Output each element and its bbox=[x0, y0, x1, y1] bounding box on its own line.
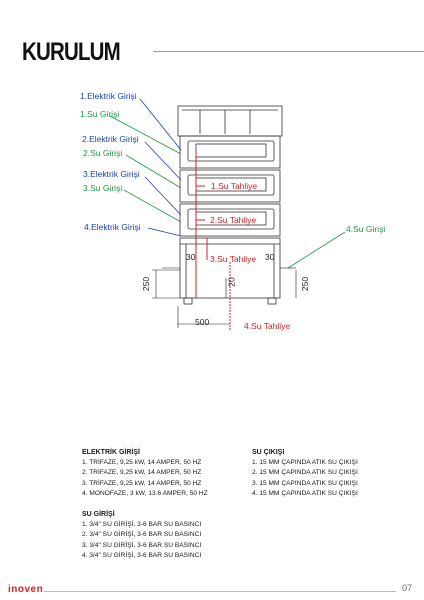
label-electric-1: 1.Elektrik Girişi bbox=[80, 91, 137, 101]
water-outlet-item: 4. 15 MM ÇAPINDA ATIK SU ÇIKIŞI bbox=[252, 489, 358, 497]
page-number: 07 bbox=[402, 583, 413, 593]
electric-inputs-section: ELEKTRİK GİRİŞİ 1. TRİFAZE, 9,25 kW, 14 … bbox=[82, 448, 208, 499]
oven-top-housing bbox=[177, 105, 283, 137]
label-water-3: 3.Su Girişi bbox=[83, 183, 123, 193]
label-water-4: 4.Su Girişi bbox=[346, 224, 386, 234]
wheel-left bbox=[183, 297, 193, 305]
electric-item: 4. MONOFAZE, 3 kW, 13.6 AMPER, 50 HZ bbox=[82, 489, 208, 497]
brand-logo: inoven bbox=[8, 584, 44, 595]
label-electric-4: 4.Elektrik Girişi bbox=[84, 222, 141, 232]
electric-inputs-heading: ELEKTRİK GİRİŞİ bbox=[82, 449, 140, 456]
water-outlet-item: 1. 15 MM ÇAPINDA ATIK SU ÇIKIŞI bbox=[252, 459, 358, 467]
label-water-1: 1.Su Girişi bbox=[80, 109, 120, 119]
title-divider bbox=[153, 51, 424, 52]
electric-item: 3. TRİFAZE, 9,25 kW, 14 AMPER, 50 HZ bbox=[82, 479, 202, 487]
water-inlet-item: 4. 3/4" SU GİRİŞİ, 3-6 BAR SU BASINCI bbox=[82, 551, 202, 559]
water-outlet-section: SU ÇIKIŞI 1. 15 MM ÇAPINDA ATIK SU ÇIKIŞ… bbox=[252, 448, 358, 499]
dim-250-left: 250 bbox=[141, 276, 152, 292]
footer-divider bbox=[44, 591, 396, 592]
electric-item: 1. TRİFAZE, 9,25 kW, 14 AMPER, 50 HZ bbox=[82, 459, 202, 467]
water-inlet-section: SU GİRİŞİ 1. 3/4" SU GİRİŞİ, 3-6 BAR SU … bbox=[82, 510, 201, 561]
label-electric-2: 2.Elektrik Girişi bbox=[82, 134, 139, 144]
water-outlet-item: 2. 15 MM ÇAPINDA ATIK SU ÇIKIŞI bbox=[252, 469, 358, 477]
water-inlet-item: 2. 3/4" SU GİRİŞİ, 3-6 BAR SU BASINCI bbox=[82, 531, 202, 539]
oven-deck-3 bbox=[179, 203, 281, 237]
label-water-2: 2.Su Girişi bbox=[83, 148, 123, 158]
label-electric-3: 3.Elektrik Girişi bbox=[83, 169, 140, 179]
water-outlet-item: 3. 15 MM ÇAPINDA ATIK SU ÇIKIŞI bbox=[252, 479, 358, 487]
water-inlet-heading: SU GİRİŞİ bbox=[82, 511, 115, 518]
label-drain-4: 4.Su Tahliye bbox=[244, 321, 291, 331]
label-drain-1: 1.Su Tahliye bbox=[211, 181, 258, 191]
oven-deck-1 bbox=[179, 135, 281, 169]
oven-deck-2 bbox=[179, 169, 281, 203]
water-outlet-heading: SU ÇIKIŞI bbox=[252, 449, 285, 456]
water-inlet-item: 3. 3/4" SU GİRİŞİ, 3-6 BAR SU BASINCI bbox=[82, 541, 202, 549]
dim-30-right: 30 bbox=[265, 252, 275, 262]
water-inlet-item: 1. 3/4" SU GİRİŞİ, 3-6 BAR SU BASINCI bbox=[82, 521, 202, 529]
wheel-right bbox=[267, 297, 277, 305]
electric-item: 2. TRİFAZE, 9,25 kW, 14 AMPER, 50 HZ bbox=[82, 469, 202, 477]
page-title: KURULUM bbox=[22, 38, 121, 66]
dim-250-right: 250 bbox=[300, 276, 311, 292]
dim-30-left: 30 bbox=[186, 252, 196, 262]
dim-500: 500 bbox=[195, 317, 210, 327]
dim-20: 20 bbox=[226, 277, 237, 287]
label-drain-2: 2.Su Tahliye bbox=[210, 215, 257, 225]
label-drain-3: 3.Su Tahliye bbox=[210, 254, 257, 264]
